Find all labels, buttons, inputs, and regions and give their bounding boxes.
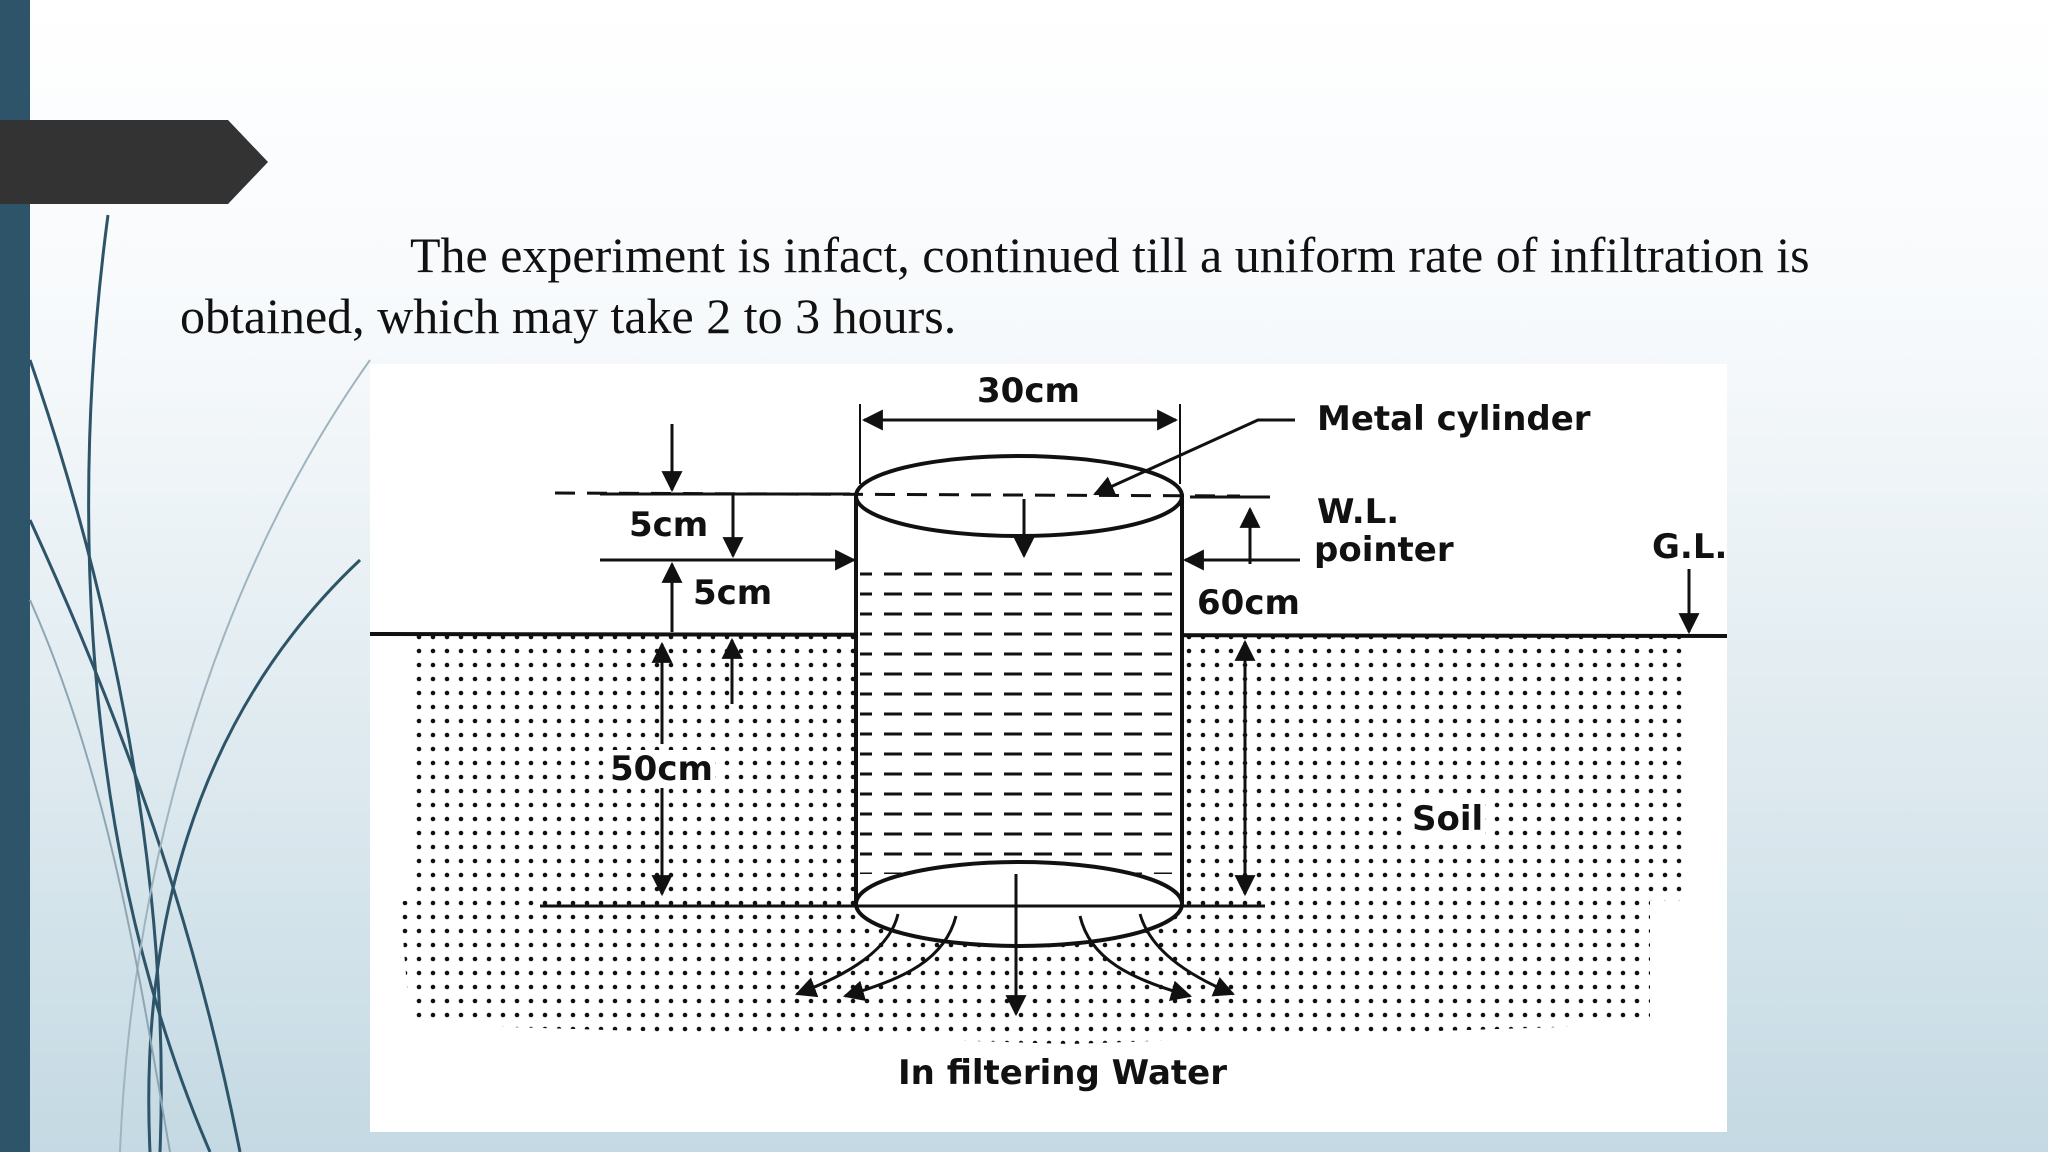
- diagram-drawing: [370, 404, 1727, 1044]
- label-pointer: pointer: [1314, 530, 1454, 570]
- infiltrometer-diagram: 30cm Metal cylinder W.L. pointer G.L. 5c…: [370, 364, 1727, 1132]
- label-wl: W.L.: [1317, 492, 1400, 532]
- decorative-swooshes: [28, 214, 371, 1152]
- label-30cm: 30cm: [977, 371, 1080, 411]
- label-5cm-bottom: 5cm: [691, 573, 775, 613]
- metal-cylinder: [854, 454, 1184, 948]
- title-tab-shape: [0, 120, 268, 204]
- infiltration-arrows: [795, 874, 1235, 1017]
- label-gl: G.L.: [1652, 527, 1728, 567]
- label-50cm: 50cm: [608, 749, 715, 789]
- label-metal-cylinder: Metal cylinder: [1317, 399, 1591, 439]
- paragraph-text: The experiment is infact, continued till…: [180, 227, 1810, 344]
- slide-paragraph: The experiment is infact, continued till…: [180, 225, 1880, 347]
- label-soil: Soil: [1410, 799, 1486, 839]
- label-infiltering-water: In filtering Water: [898, 1053, 1227, 1093]
- label-5cm-top: 5cm: [627, 505, 711, 545]
- label-60cm: 60cm: [1195, 583, 1302, 623]
